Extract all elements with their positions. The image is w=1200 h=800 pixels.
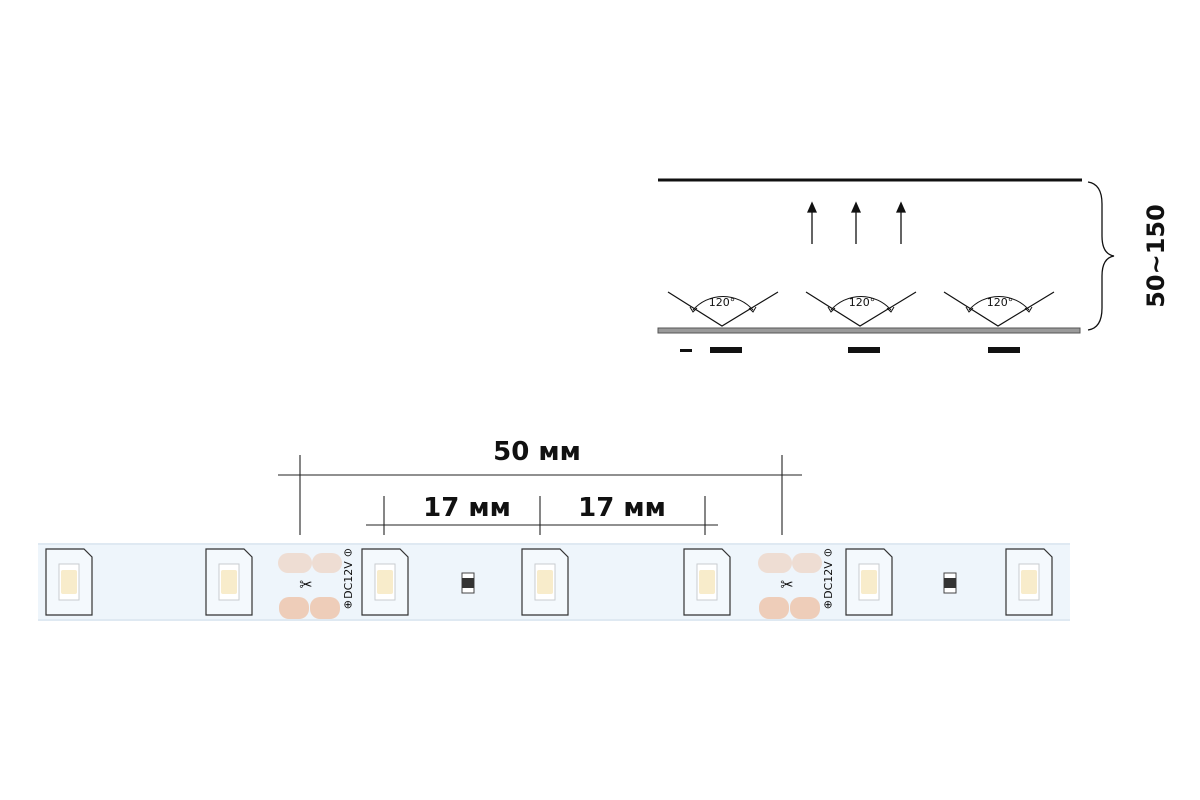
- polarity-minus-icon: ⊖: [823, 546, 832, 559]
- solder-pad: [758, 553, 792, 573]
- led-chips: [45, 548, 1053, 616]
- led-chip: [45, 548, 93, 616]
- voltage-label: DC12V: [342, 561, 355, 599]
- beam-angle-1: 120°: [667, 291, 779, 327]
- cut-zone-2: ✂ ⊕ ⊖ DC12V: [758, 546, 835, 619]
- dimension-50: [278, 455, 802, 535]
- led-chip: [361, 548, 409, 616]
- beam-angle-label: 120°: [987, 296, 1014, 309]
- solder-pad: [790, 597, 820, 619]
- dimension-50-label: 50 мм: [493, 437, 581, 467]
- solder-pad: [279, 597, 309, 619]
- dimension-17-right-label: 17 мм: [578, 493, 666, 523]
- mounting-surface: [657, 327, 1081, 334]
- strip-edge-top: [38, 543, 1070, 545]
- beam-diagram: 120° 120° 120° 50~150: [657, 178, 1170, 353]
- voltage-label: DC12V: [822, 561, 835, 599]
- scissors-icon: ✂: [780, 575, 793, 594]
- height-range-label: 50~150: [1142, 204, 1170, 308]
- led-chip: [521, 548, 569, 616]
- solder-pad: [759, 597, 789, 619]
- scissors-icon: ✂: [299, 575, 312, 594]
- beam-angle-2: 120°: [805, 291, 917, 327]
- polarity-plus-icon: ⊕: [343, 598, 352, 611]
- solder-pad: [312, 553, 342, 573]
- led-chip: [845, 548, 893, 616]
- polarity-plus-icon: ⊕: [823, 598, 832, 611]
- solder-pad: [792, 553, 822, 573]
- dimension-17: [366, 496, 718, 535]
- solder-pad: [310, 597, 340, 619]
- polarity-minus-icon: ⊖: [343, 546, 352, 559]
- led-chip: [1005, 548, 1053, 616]
- beam-angle-label: 120°: [709, 296, 736, 309]
- led-side-markers: [680, 347, 1020, 353]
- cut-zone-1: ✂ ⊕ ⊖ DC12V: [278, 546, 355, 619]
- led-chip: [683, 548, 731, 616]
- light-direction-arrows: [806, 201, 907, 244]
- solder-pad: [278, 553, 312, 573]
- led-chip: [205, 548, 253, 616]
- beam-angle-label: 120°: [849, 296, 876, 309]
- beam-angle-3: 120°: [943, 291, 1055, 327]
- strip-edge-bottom: [38, 619, 1070, 621]
- led-strip: ✂ ⊕ ⊖ DC12V ✂ ⊕ ⊖ DC12V: [38, 543, 1070, 621]
- height-brace: [1087, 181, 1115, 331]
- resistor: [461, 572, 475, 594]
- resistor: [943, 572, 957, 594]
- dimension-17-left-label: 17 мм: [423, 493, 511, 523]
